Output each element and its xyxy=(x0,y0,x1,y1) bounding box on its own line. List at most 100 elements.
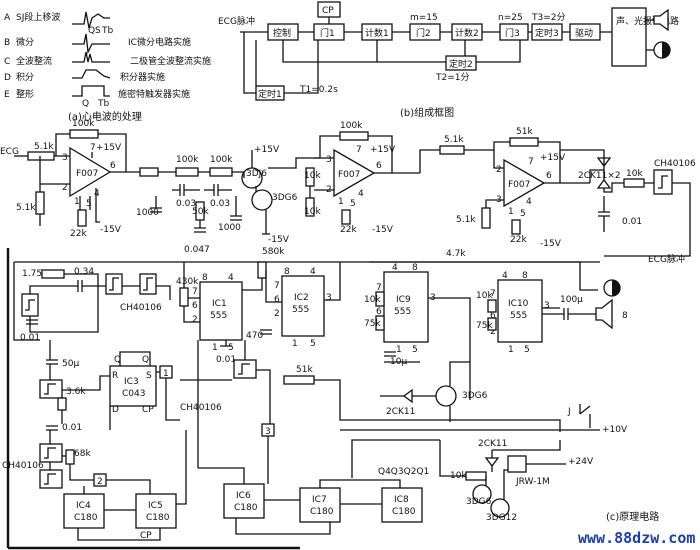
bd-caption: (b)组成框图 xyxy=(400,106,454,119)
ic3-c043 xyxy=(109,365,157,407)
lbl-ic1: IC1 xyxy=(212,299,227,309)
bd-param-n: n=25 xyxy=(498,13,523,23)
bd-label-gate3: 门3 xyxy=(505,27,520,39)
pin-ic1-7: 7 xyxy=(192,287,198,297)
lbl-r51k-in: 5.1k xyxy=(34,142,54,152)
pin-ic2-4: 4 xyxy=(310,267,316,277)
lbl-minus15-c: -15V xyxy=(372,225,394,235)
res-430k xyxy=(179,287,189,307)
lbl-c100u: 100μ xyxy=(560,295,583,305)
lbl-r22k-a: 22k xyxy=(70,229,87,239)
lbl-r51k-gnd: 5.1k xyxy=(16,203,36,213)
bd-wire-timer1 xyxy=(243,32,319,94)
bd-label-timer3: 定时3 xyxy=(535,27,559,39)
lbl-r75k-b: 75k xyxy=(476,321,493,331)
res-100k-b xyxy=(175,167,199,177)
lbl-c50u: 50μ xyxy=(62,359,79,369)
lbl-ic4-t: C180 xyxy=(74,513,98,523)
pin-ic10-1: 1 xyxy=(508,345,514,355)
lbl-op3-p7: 7 xyxy=(528,157,534,167)
wire-ic678 xyxy=(198,439,440,535)
lbl-r51k-e: 51k xyxy=(296,365,313,375)
bd-input-label: ECG脉冲 xyxy=(218,15,255,27)
lbl-ic2: IC2 xyxy=(294,293,309,303)
lbl-c0047: 0.047 xyxy=(184,245,210,255)
lbl-op2-p4: 4 xyxy=(358,189,364,199)
ic1-555 xyxy=(199,281,243,341)
pin-ic1-2: 2 xyxy=(192,315,198,325)
pin-ic10-4: 4 xyxy=(502,271,508,281)
ic5-c180 xyxy=(135,493,177,529)
pin-ic2-3: 3 xyxy=(326,293,332,303)
wave-e xyxy=(72,85,110,97)
block-diagram: ECG脉冲 控制 CP 门1 计数1 m=15 门2 计数2 n=25 门3 T… xyxy=(218,1,679,119)
schmitt-trigger-1 xyxy=(653,169,673,195)
wire-fb1 xyxy=(55,133,140,173)
lbl-op3-p1: 1 xyxy=(508,207,514,217)
transistor-3dg12 xyxy=(490,498,510,518)
pin-ic3-s: S xyxy=(146,371,152,381)
lbl-ic9: IC9 xyxy=(396,295,411,305)
wave-tag-q: Q xyxy=(88,26,95,36)
pin-ic2-8: 8 xyxy=(284,267,290,277)
lbl-ic7-t: C180 xyxy=(310,507,334,517)
res-10k-e xyxy=(487,299,497,313)
lbl-r22k-c: 22k xyxy=(510,235,527,245)
cap-10u xyxy=(384,351,396,357)
opamp-2 xyxy=(333,148,376,198)
lbl-op1-p3: 3 xyxy=(62,153,68,163)
opamp-3 xyxy=(503,158,546,208)
lbl-c1000-a: 1000 xyxy=(136,208,159,218)
lbl-3dg6-c: 3DG6 xyxy=(466,497,492,507)
pin-ic2-1: 1 xyxy=(292,339,298,349)
wave-c xyxy=(72,51,110,63)
lbl-op3-p5: 5 xyxy=(520,209,526,219)
lbl-op1-p7: 7 xyxy=(90,143,96,153)
lbl-ic5: IC5 xyxy=(148,501,163,511)
schmitt-mid-b-sym xyxy=(238,363,250,375)
schmitt-left xyxy=(21,293,39,317)
schmitt-top-b xyxy=(139,273,157,295)
wave-b xyxy=(72,33,110,55)
res-36k xyxy=(57,397,67,411)
pin-ic2-7: 7 xyxy=(274,281,280,291)
bd-block-alarm xyxy=(611,7,647,67)
lbl-op3: F007 xyxy=(508,180,530,190)
lbl-spk: 8 xyxy=(622,311,628,321)
circuit-top: ECG 5.1k 5.1k F007 3 2 6 7 4 1 5 100k +1… xyxy=(0,119,696,265)
diode-2ck11-b xyxy=(484,457,500,468)
lbl-schmitt4: CH40106 xyxy=(2,461,44,471)
lbl-op1-p4: 4 xyxy=(94,189,100,199)
lbl-op1-p5: 5 xyxy=(86,199,92,209)
lbl-3dg6-b: 3DG6 xyxy=(462,391,488,401)
lbl-ic7: IC7 xyxy=(312,495,327,505)
pin-ic9-4: 4 xyxy=(392,263,398,273)
pin-ic1-8: 8 xyxy=(202,273,208,283)
cap-1000-a xyxy=(150,196,162,213)
legend-key-d: D xyxy=(4,73,11,83)
wire-op3 xyxy=(464,141,590,208)
schmitt-mid-b xyxy=(233,359,257,379)
schmitt-left-sym xyxy=(25,299,35,311)
lbl-ic5-t: C180 xyxy=(146,513,170,523)
pin-ic3-q: Q xyxy=(114,355,121,365)
legend-desc-e: 施密特触发器实施 xyxy=(118,88,190,100)
wire-to-int xyxy=(268,157,320,169)
cap-003-b xyxy=(204,184,232,196)
bd-param-t2: T2=1分 xyxy=(435,72,470,83)
lbl-schmitt3: CH40106 xyxy=(180,403,222,413)
legend-text-a: SJ段上移波 xyxy=(16,11,60,23)
ic8-c180 xyxy=(381,487,423,523)
lbl-op3-p2: 2 xyxy=(496,165,502,175)
circuit-caption: (c)原理电路 xyxy=(606,510,659,523)
cap-001-c xyxy=(220,340,232,347)
ic7-c180 xyxy=(299,487,341,523)
lbl-r51k-c: 5.1k xyxy=(444,135,464,145)
res-100k-fb1 xyxy=(69,129,99,139)
lbl-r36k: 3.6k xyxy=(66,387,86,397)
lbl-op1-p2: 2 xyxy=(62,183,68,193)
cap-50u xyxy=(46,359,58,365)
bd-label-cp: CP xyxy=(322,6,334,16)
pin-2-label: 2 xyxy=(97,477,103,487)
lbl-c470: 470 xyxy=(246,331,263,341)
